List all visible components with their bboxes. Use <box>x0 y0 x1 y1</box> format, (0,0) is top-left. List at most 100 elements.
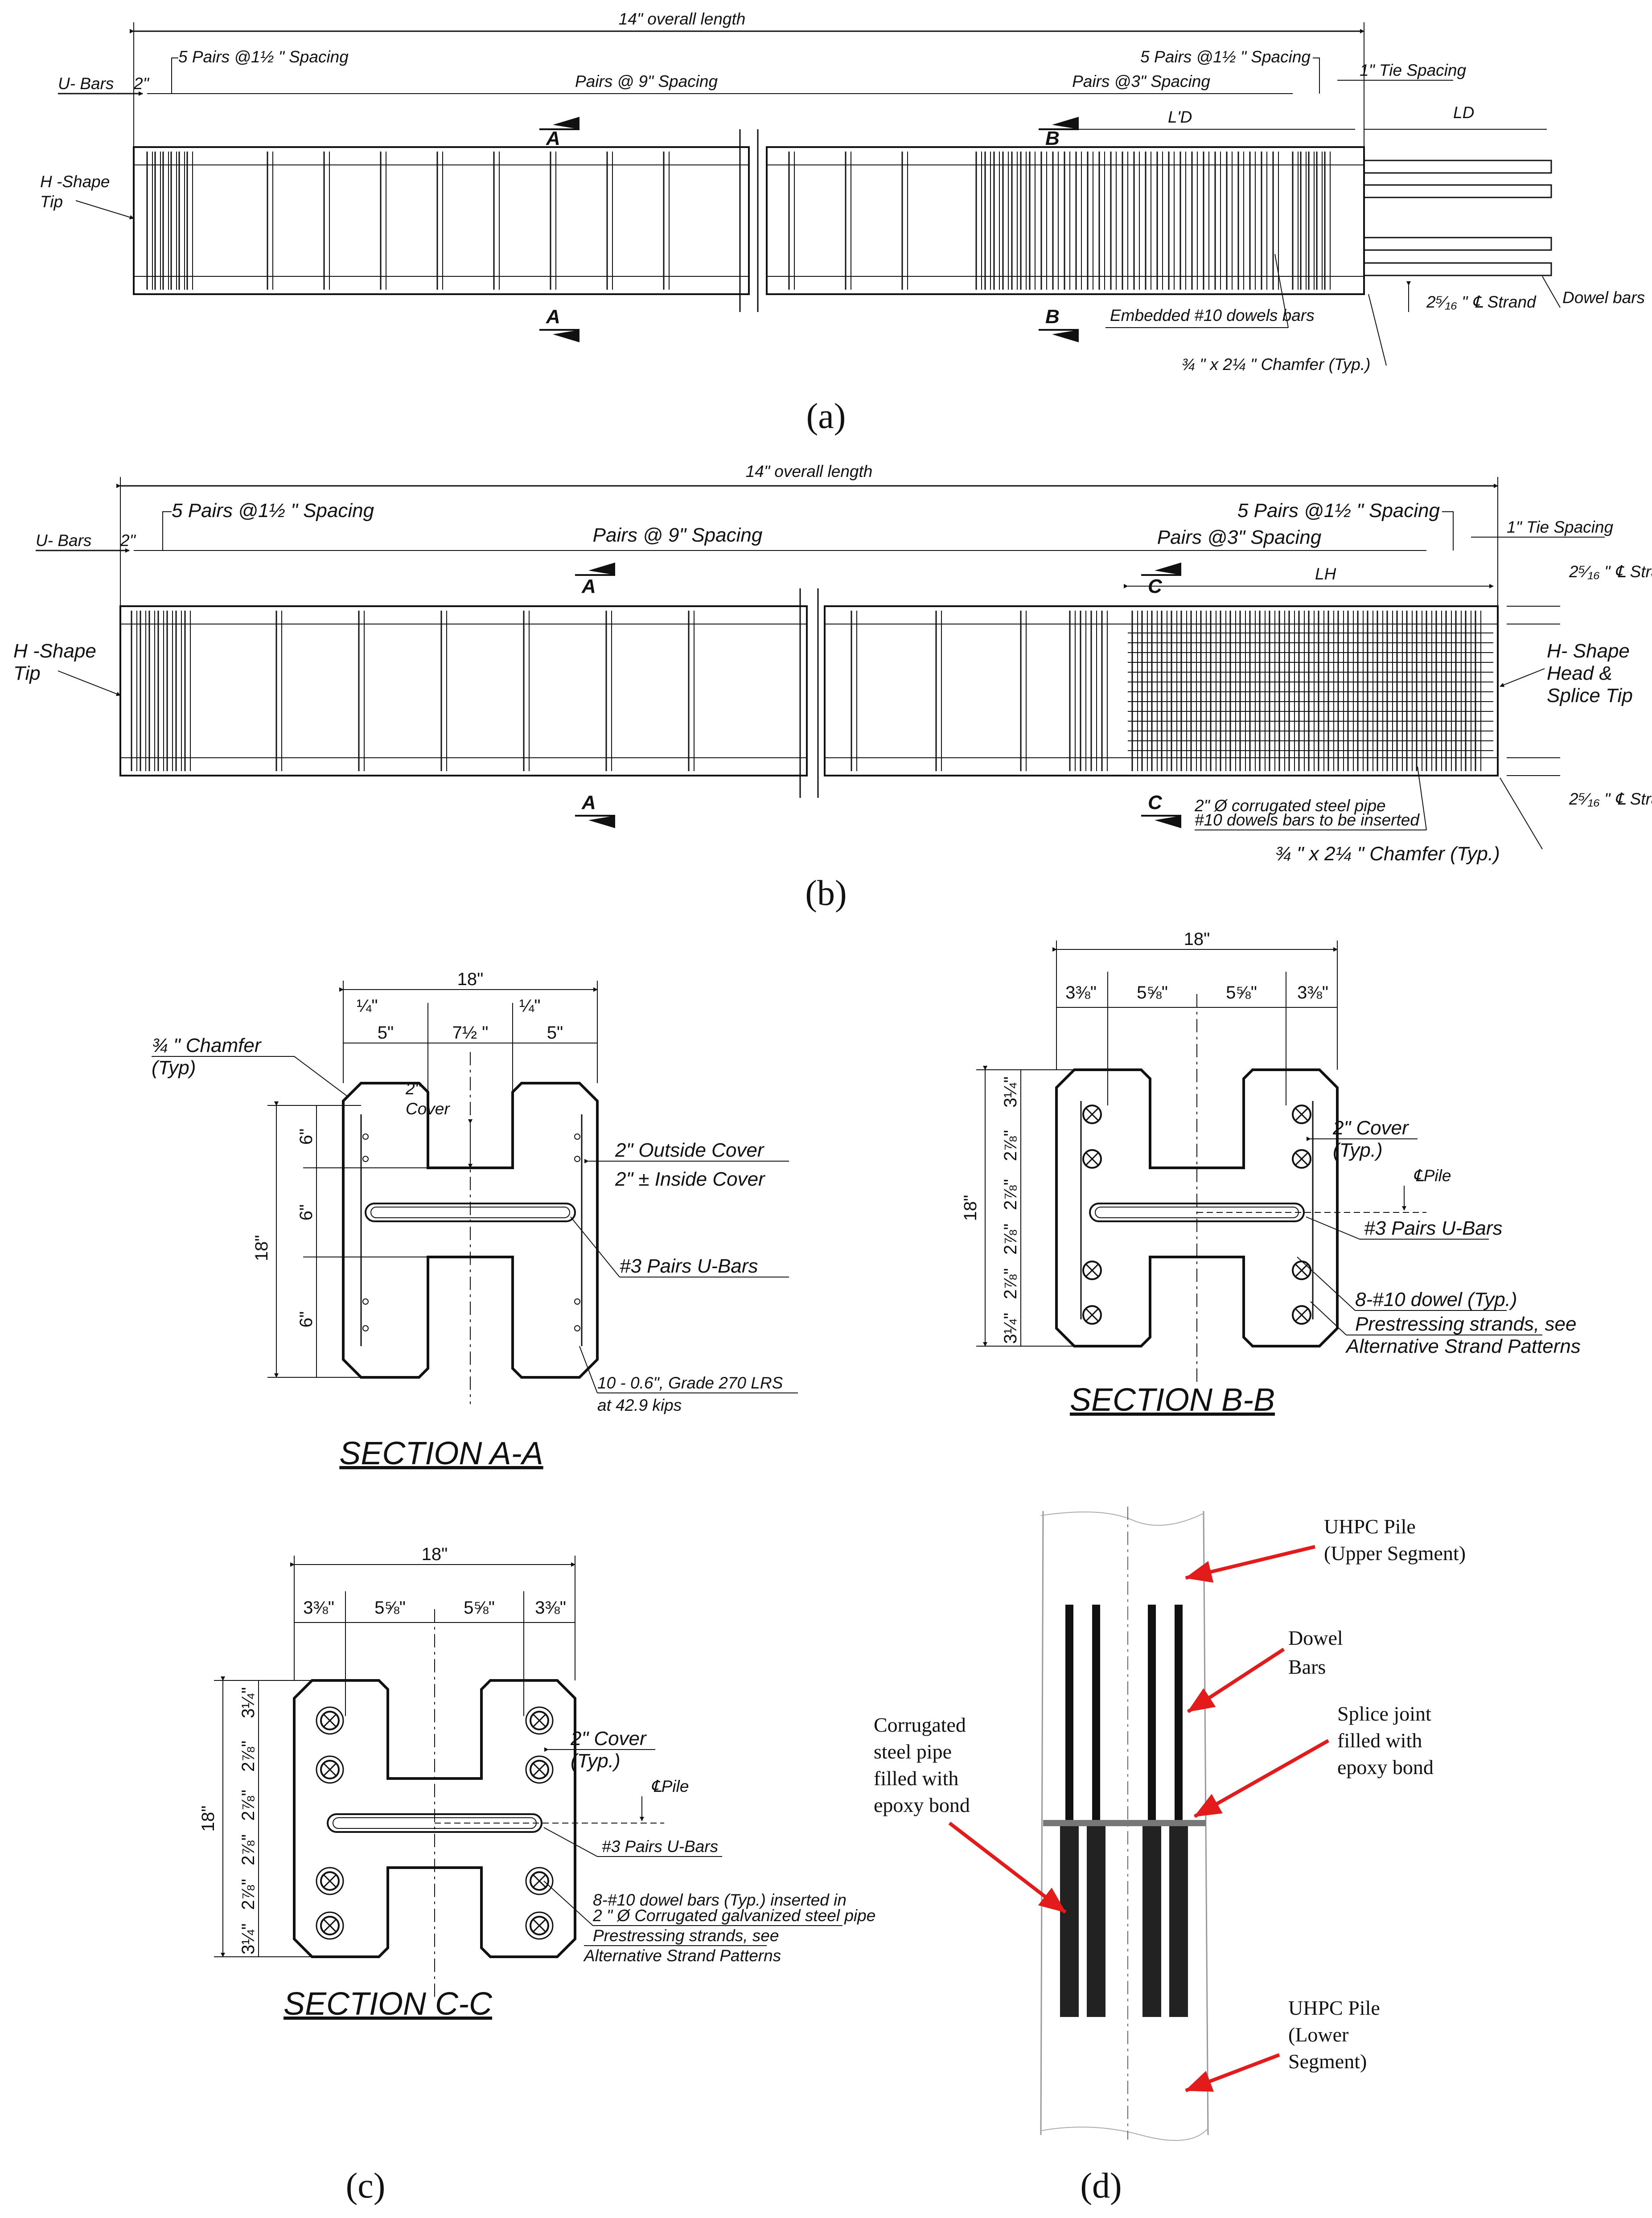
aa-kips: at 42.9 kips <box>597 1396 682 1414</box>
bb-dowels <box>1082 1105 1311 1325</box>
d-pipe-label-4: epoxy bond <box>874 1794 970 1816</box>
a-chamfer: ¾ " x 2¼ " Chamfer (Typ.) <box>1181 355 1370 374</box>
aa-outside-cover: 2" Outside Cover <box>615 1139 765 1161</box>
dowel-cross <box>1085 1263 1099 1277</box>
b-pile-left-body <box>119 605 808 776</box>
cc-h2-4: 2⅞" <box>238 1879 258 1910</box>
b-lh: LH <box>1315 565 1336 583</box>
b-pairs-9: Pairs @ 9" Spacing <box>593 524 763 546</box>
dowel-circle <box>320 1871 340 1891</box>
aa-cover: 2" <box>405 1080 422 1098</box>
a-u-bar-offset: 2" <box>133 74 150 93</box>
bb-h2-1: 2⅞" <box>1001 1130 1020 1161</box>
svg-text:B: B <box>1045 306 1060 328</box>
b-pairs-left: 5 Pairs @1½ " Spacing <box>172 500 374 522</box>
a-tie-spacing: 1" Tie Spacing <box>1360 61 1466 79</box>
cc-height: 18" <box>198 1806 218 1832</box>
c-caption: (c) <box>346 2166 386 2206</box>
cc-dowel-1: 8-#10 dowel bars (Typ.) inserted in <box>593 1891 847 1909</box>
b-section-marker-a-top: A <box>575 563 615 597</box>
aa-chamfer: ¾ " Chamfer <box>152 1035 262 1056</box>
a-pile-right-body <box>766 146 1365 295</box>
cc-h2-1: 2⅞" <box>238 1741 258 1772</box>
d-upper-1: UHPC Pile <box>1324 1515 1416 1538</box>
pipe-ring <box>316 1755 344 1784</box>
b-pairs-3: Pairs @3" Spacing <box>1157 526 1322 548</box>
dowel-cross <box>532 1874 547 1888</box>
aa-six-3: 6" <box>296 1311 316 1327</box>
aa-chamfer-2: (Typ) <box>152 1057 196 1079</box>
a-strand: 2⁵⁄₁₆ " ℄ Strand <box>1426 293 1537 311</box>
cc-title: SECTION C-C <box>284 1986 493 2022</box>
dowel-circle <box>1292 1305 1311 1325</box>
aa-u-bars: #3 Pairs U-Bars <box>620 1255 758 1277</box>
a-pairs-left: 5 Pairs @1½ " Spacing <box>178 48 349 66</box>
a-ld-prime: L'D <box>1168 108 1192 126</box>
section-b-outline <box>1055 1068 1339 1347</box>
b-chamfer: ¾ " x 2¼ " Chamfer (Typ.) <box>1275 843 1500 865</box>
a-section-marker-a-top: A <box>539 117 579 149</box>
svg-text:A: A <box>581 575 596 597</box>
bb-h1-top: 3¼" <box>1001 1076 1020 1108</box>
bb-title: SECTION B-B <box>1070 1382 1275 1418</box>
dowel-cross <box>1085 1308 1099 1322</box>
section-b-b: 18" 3⅜" 5⅝" 5⅝" 3⅜" 18" 3¼" 2⅞" 2⅞" 2⅞" … <box>961 929 1581 1418</box>
dowel-cross <box>323 1713 337 1728</box>
dowel-circle <box>320 1711 340 1730</box>
d-pipe-2 <box>1087 1825 1105 2017</box>
d-pipe-1 <box>1060 1825 1079 2017</box>
aa-five-right: 5" <box>547 1023 563 1043</box>
d-upper-2: (Upper Segment) <box>1324 1542 1466 1565</box>
bb-u-bars: #3 Pairs U-Bars <box>1364 1217 1503 1239</box>
d-splice-2: filled with <box>1337 1729 1422 1752</box>
pipe-ring <box>316 1911 344 1940</box>
b-strand-bottom: 2⁵⁄₁₆ " ℄ Strand <box>1569 790 1652 808</box>
cc-w2-left: 5⅝" <box>374 1598 406 1618</box>
dowel-circle <box>1082 1261 1102 1280</box>
aa-quarter-left: ¼" <box>357 996 378 1016</box>
d-dowel-label-2: Bars <box>1288 1655 1326 1678</box>
dowel-cross <box>1294 1308 1309 1322</box>
b-pairs-right: 5 Pairs @1½ " Spacing <box>1237 500 1440 522</box>
d-splice-joint <box>1043 1820 1206 1826</box>
b-head-label: H- Shape <box>1547 640 1630 662</box>
bb-h2-4: 2⅞" <box>1001 1268 1020 1299</box>
b-pipe-label-2: #10 dowels bars to be inserted <box>1195 811 1420 829</box>
a-dowel-bars-label: Dowel bars <box>1562 288 1645 307</box>
b-section-marker-c-top: C <box>1141 563 1181 597</box>
d-lower-2: (Lower <box>1288 2023 1348 2046</box>
a-pairs-right: 5 Pairs @1½ " Spacing <box>1140 48 1311 66</box>
cc-w2-right: 5⅝" <box>464 1598 495 1618</box>
bb-strand-2: Alternative Strand Patterns <box>1345 1335 1581 1357</box>
dowel-circle <box>530 1760 549 1779</box>
d-caption: (d) <box>1080 2166 1122 2206</box>
dowel-circle <box>1082 1305 1102 1325</box>
a-u-bars-label: U- Bars <box>58 74 114 93</box>
bb-w1-left: 3⅜" <box>1065 983 1097 1002</box>
b-section-marker-a-bottom: A <box>575 792 615 828</box>
b-pile-right-body <box>824 605 1499 776</box>
dowel-circle <box>530 1871 549 1891</box>
a-tip-label: H -Shape <box>40 173 110 191</box>
dowel-cross <box>1085 1152 1099 1166</box>
pipe-ring <box>316 1706 344 1735</box>
a-pairs-9: Pairs @ 9" Spacing <box>575 72 718 90</box>
aa-inside-cover: 2" ± Inside Cover <box>615 1168 766 1190</box>
pipe-ring <box>525 1867 554 1895</box>
dowel-circle <box>320 1916 340 1935</box>
dowel-cross <box>1085 1107 1099 1121</box>
aa-mid: 7½ " <box>452 1023 489 1043</box>
cc-strand-1: Prestressing strands, see <box>593 1926 779 1945</box>
d-lower-3: Segment) <box>1288 2050 1367 2073</box>
bb-w2-right: 5⅝" <box>1226 983 1257 1002</box>
pipe-ring <box>525 1911 554 1940</box>
aa-strands: 10 - 0.6", Grade 270 LRS <box>597 1374 783 1392</box>
a-overall-length: 14" overall length <box>619 10 746 28</box>
b-u-bars-label: U- Bars <box>36 531 91 550</box>
dowel-circle <box>1082 1105 1102 1124</box>
a-pairs-3: Pairs @3" Spacing <box>1072 72 1210 90</box>
cc-cover: 2" Cover <box>570 1728 647 1750</box>
svg-text:A: A <box>546 127 560 149</box>
section-c-outline <box>293 1679 576 1958</box>
b-stirrups <box>131 611 1493 771</box>
